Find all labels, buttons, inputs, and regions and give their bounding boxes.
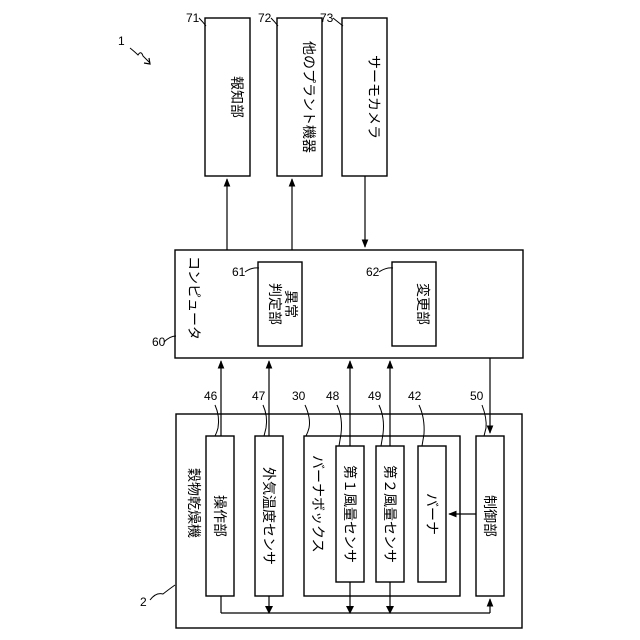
ref-2: 2: [140, 595, 147, 609]
operation-label: 操作部: [211, 495, 227, 537]
air-sensor1-label: 第１風量センサ: [341, 465, 358, 563]
ref-50: 50: [470, 389, 484, 403]
change-label: 変更部: [414, 283, 431, 325]
ref-71: 71: [186, 11, 200, 25]
air-sensor2-label: 第２風量センサ: [381, 465, 398, 563]
burner-label: バーナ: [423, 493, 439, 535]
ref-61: 61: [232, 265, 246, 279]
leader-60: [164, 336, 176, 342]
ref-73: 73: [320, 11, 334, 25]
ref-1: 1: [118, 34, 125, 48]
ref-30: 30: [292, 389, 306, 403]
ref-62: 62: [366, 265, 380, 279]
abnormal-label-line2: 判定部: [266, 283, 282, 325]
ref-72: 72: [258, 11, 272, 25]
ref-48: 48: [326, 389, 340, 403]
plant-label: 他のプラント機器: [300, 41, 316, 153]
leader-1[interactable]: [130, 48, 150, 63]
dryer-label: 穀物乾燥機: [185, 468, 201, 538]
temp-sensor-label: 外気温度センサ: [260, 467, 276, 565]
thermo-label: サーモカメラ: [365, 55, 381, 139]
ref-46: 46: [204, 389, 218, 403]
ref-42: 42: [408, 389, 422, 403]
notify-label: 報知部: [228, 76, 245, 118]
computer-label: コンピュータ: [185, 256, 201, 340]
computer-box: [175, 250, 523, 358]
ref-60: 60: [152, 335, 166, 349]
leader-2[interactable]: [150, 585, 175, 600]
abnormal-label-line1: 異常: [282, 290, 298, 318]
ref-49: 49: [368, 389, 382, 403]
ref-47: 47: [252, 389, 266, 403]
burner-box-label: バーナボックス: [309, 455, 325, 553]
control-label: 制御部: [481, 495, 497, 537]
ref-1-arrowhead: [144, 58, 150, 64]
